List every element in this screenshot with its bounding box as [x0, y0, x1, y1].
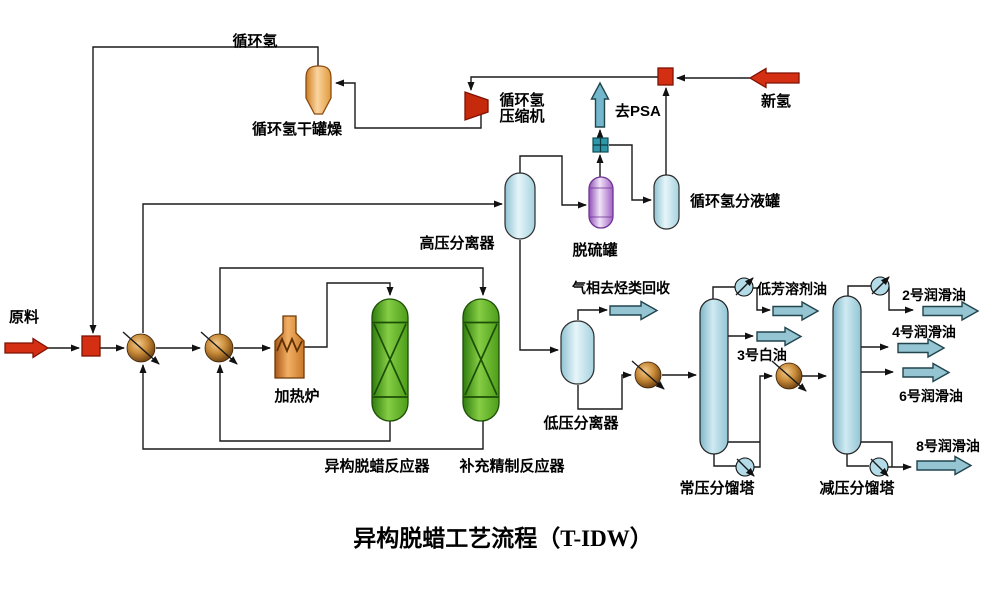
vac-overhead-line [847, 285, 871, 299]
pipe-lines [48, 46, 914, 471]
vac-bottoms-tee-line [861, 441, 893, 467]
exch2-to-reactor2-line [219, 267, 487, 334]
effluent-to-hp-line [142, 200, 503, 333]
lube-oil-2-label: 2号润滑油 [902, 287, 966, 303]
knockout-drum-label: 循环氢分液罐 [690, 192, 780, 210]
low-aromatic-solvent-oil-label: 低芳溶剂油 [756, 281, 827, 297]
to-psa-label: 去PSA [615, 102, 661, 120]
heat-exchanger-2 [200, 331, 238, 365]
lube-oil-8-arrow [916, 455, 973, 476]
hp-separator-label: 高压分离器 [419, 234, 495, 252]
compressor-label-line1: 循环氢 [499, 91, 544, 109]
white-oil-3-arrow [756, 326, 803, 347]
vac-bottoms-cooler [869, 457, 889, 477]
recycle-hydrogen-line [89, 46, 319, 334]
gas-to-recovery-arrow [609, 300, 659, 321]
lp-bottoms-line [577, 371, 632, 410]
lube-oil-4-arrow [897, 337, 946, 359]
atm-bottoms-line [713, 453, 736, 467]
vac-tower-label: 减压分馏塔 [819, 479, 895, 497]
reactor1-effluent-line [216, 364, 391, 442]
tee-to-drum-line [609, 144, 652, 204]
atm-tower-vessel [699, 298, 729, 455]
recycle-hydrogen-dryer-vessel [305, 65, 332, 115]
atm-bottoms-cooler [735, 457, 755, 477]
dryer-label: 循环氢干罐燥 [252, 120, 343, 138]
low-aromatic-solvent-oil-arrow [772, 300, 820, 322]
desulfurizer-label: 脱硫罐 [572, 241, 617, 259]
feed-mixer-valve [81, 335, 101, 357]
atm-overhead-cooler [734, 277, 754, 297]
desulfurizer-vessel [588, 176, 614, 229]
dewax-reactor-label: 异构脱蜡反应器 [324, 457, 430, 475]
fresh-hydrogen-arrow [748, 67, 800, 89]
lube-oil-8-label: 8号润滑油 [916, 438, 980, 454]
white-oil-3-label: 3号白油 [737, 347, 787, 363]
lube-oil-2-arrow [922, 300, 980, 322]
knockout-drum-vessel [653, 174, 680, 230]
heat-exchanger-1 [122, 331, 160, 365]
furnace-symbol [274, 315, 305, 379]
feed-label: 原料 [9, 308, 39, 326]
psa-tee-valve [592, 137, 609, 153]
gas-to-recovery-label: 气相去烃类回收 [571, 280, 671, 296]
vac-tower-vessel [832, 295, 862, 455]
dewax-reactor-vessel [371, 298, 409, 422]
hp-separator-vessel [504, 172, 536, 240]
furnace-to-reactor1-line [304, 282, 394, 348]
vac-overhead-out-line [888, 287, 914, 314]
reactor2-effluent-line [139, 364, 484, 450]
heat-exchanger-3 [631, 360, 665, 390]
refining-reactor-vessel [462, 298, 500, 422]
hydrogen-mixer-valve [657, 67, 674, 86]
vac-bottoms-line [846, 453, 869, 467]
recycle-hydrogen-label: 循环氢 [232, 32, 277, 50]
atm-bottoms-to-exch4-line [754, 372, 773, 468]
atm-tower-label: 常压分馏塔 [679, 479, 755, 497]
lp-separator-vessel [560, 320, 595, 385]
lube-oil-6-label: 6号润滑油 [899, 388, 963, 404]
lp-gas-line [577, 306, 608, 320]
atm-overhead-line [712, 286, 736, 299]
vac-overhead-cooler [870, 276, 890, 296]
suction-line [467, 76, 658, 91]
heat-exchanger-4 [771, 360, 807, 392]
feed-arrow [4, 337, 50, 359]
lube-oil-4-label: 4号润滑油 [892, 324, 956, 340]
fresh-hydrogen-label: 新氢 [761, 92, 791, 110]
atm-overhead-out-line [753, 287, 771, 314]
recycle-hydrogen-compressor-symbol [464, 91, 489, 121]
furnace-label: 加热炉 [273, 387, 319, 405]
lube-oil-6-arrow [902, 362, 951, 383]
lp-separator-label: 低压分离器 [542, 414, 619, 432]
hp-gas-line [519, 155, 587, 209]
refining-reactor-label: 补充精制反应器 [458, 457, 565, 475]
diagram-title: 异构脱蜡工艺流程（T-IDW） [353, 525, 652, 551]
compressor-to-dryer-line [335, 79, 482, 129]
to-psa-arrow [590, 81, 610, 128]
hp-to-lp-line [519, 240, 559, 354]
compressor-label-line2: 压缩机 [499, 107, 544, 125]
